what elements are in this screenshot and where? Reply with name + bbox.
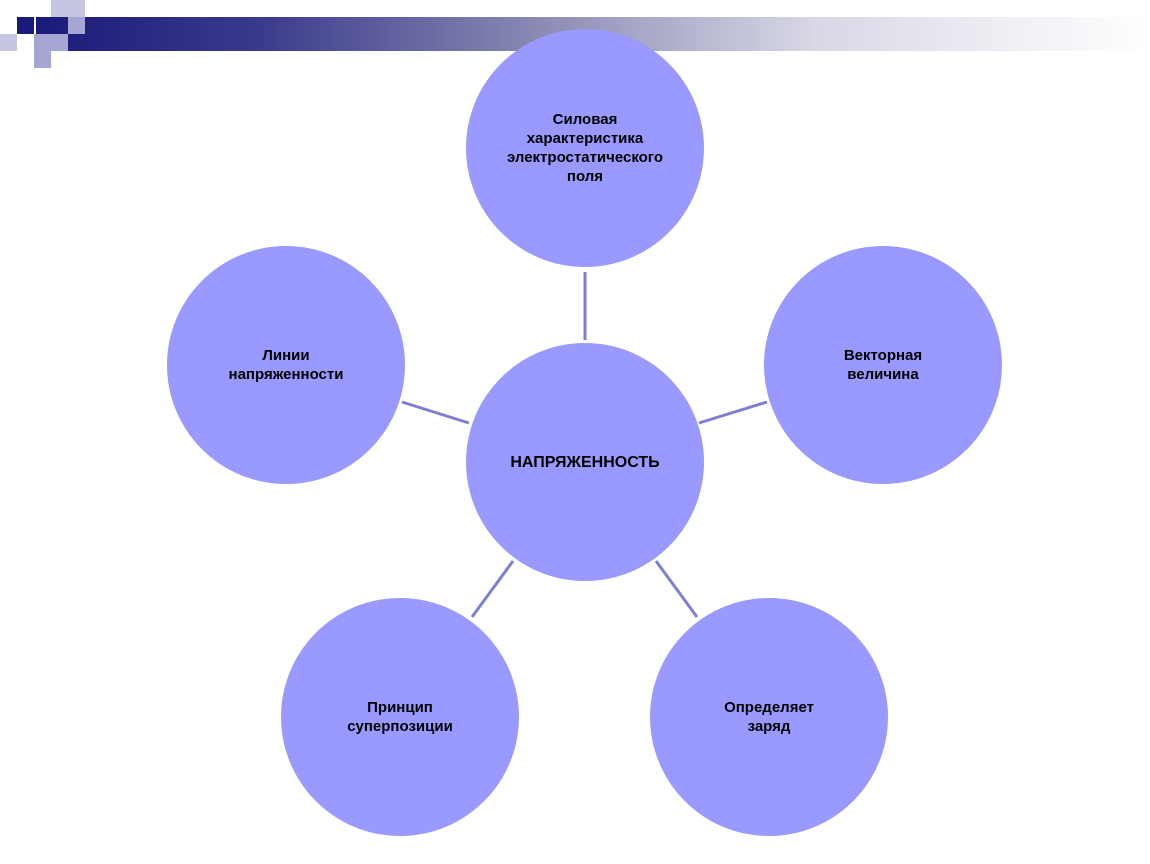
decor-square [68,0,85,17]
node-top-label: Силовая характеристика электростатическо… [506,111,664,185]
node-top: Силовая характеристика электростатическо… [466,29,704,267]
decor-square [51,34,68,51]
connector-bottom-right [654,560,699,618]
node-bottom-left-label: Принцип суперпозиции [347,699,453,735]
connector-left [401,400,470,425]
node-bottom-right: Определяет заряд [650,598,888,836]
node-left: Линии напряженности [167,246,405,484]
decor-square [17,17,34,34]
connector-right [698,400,768,425]
node-bottom-right-label: Определяет заряд [724,699,814,735]
center-node: НАПРЯЖЕННОСТЬ [466,343,704,581]
node-left-label: Линии напряженности [228,347,344,383]
decor-square [34,34,51,51]
center-node-label: НАПРЯЖЕННОСТЬ [510,453,660,471]
node-right-label: Векторная величина [843,347,923,383]
node-bottom-left: Принцип суперпозиции [281,598,519,836]
node-right: Векторная величина [764,246,1002,484]
decor-square [68,17,85,34]
decor-square [34,51,51,68]
decor-square [51,0,68,17]
connector-bottom-left [470,560,515,618]
decor-square [0,34,17,51]
